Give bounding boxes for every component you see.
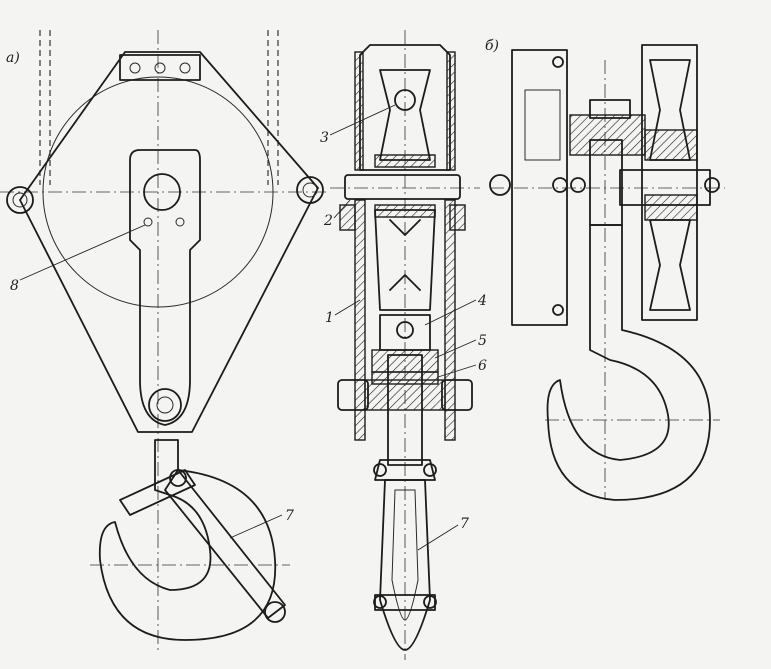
leader-2 [333,199,351,219]
side-plate [19,51,319,433]
leader-6 [437,364,477,378]
view-a-label: a) [6,50,20,66]
crosspin [364,379,446,411]
hook-b [546,224,711,501]
leader-7b [417,524,459,551]
side-cheek-right [444,199,456,441]
hook-front [98,439,277,641]
callout-5: 5 [478,333,487,349]
traverse-link [129,149,201,426]
leader-7a [229,514,283,539]
leader-8 [19,224,146,281]
side-cheek-left [354,199,366,441]
sheave-b [641,44,698,321]
callout-2: 2 [323,213,333,229]
safety-latch [119,469,196,516]
view-b-side: б) [485,38,725,501]
axle-bore [143,173,181,211]
callout-4: 4 [477,293,487,309]
hook-nut [148,388,182,422]
callout-6: 6 [478,358,487,374]
latch-arm [164,469,286,619]
view-a-front: a) [0,30,330,650]
axle-b [619,169,711,206]
bearing-b [644,129,698,161]
callout-3: 3 [320,130,329,146]
axle [344,174,461,200]
ropes-left [39,30,51,185]
leader-3 [329,104,396,136]
callout-7a: 7 [285,508,294,524]
traverse-head-b [569,114,646,156]
callout-7b: 7 [460,516,469,532]
view-b-label: б) [485,38,499,54]
view-section: 3 2 1 4 5 6 7 [320,30,487,660]
right-axle-nut [296,176,324,204]
leader-4 [424,299,477,326]
thrust-bearing [371,349,439,373]
leader-5 [434,339,477,359]
side-plate-b [511,49,568,326]
top-clamp [119,54,201,81]
left-axle-nut [6,186,34,214]
callout-8: 8 [10,278,19,294]
callout-1: 1 [325,310,334,326]
leader-1 [334,299,361,316]
ropes-right [267,30,279,185]
hook-shank [387,354,423,466]
